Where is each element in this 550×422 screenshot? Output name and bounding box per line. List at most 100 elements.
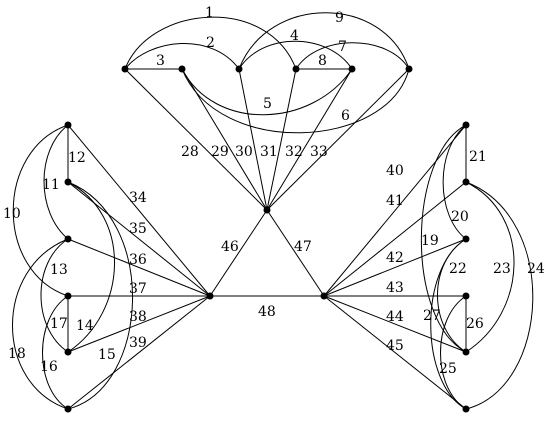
- edge-labels: 1 2 3 4 5 6 7 8 9 10 11 12 13 14 15 16 1…: [3, 5, 545, 377]
- edge-39: [67, 295, 211, 410]
- edge-label: 14: [76, 318, 94, 334]
- node: [64, 235, 72, 243]
- edge-31: [266, 68, 297, 211]
- edge-28: [124, 68, 268, 211]
- edge-47: [266, 209, 325, 297]
- node: [462, 348, 470, 356]
- edge-label: 46: [221, 239, 239, 255]
- edge-42: [323, 238, 467, 297]
- edge-27: [440, 295, 467, 410]
- edge-label: 18: [8, 346, 26, 362]
- edge-label: 16: [40, 359, 58, 375]
- edge-15: [67, 181, 133, 410]
- edge-label: 9: [335, 10, 344, 26]
- edge-23: [465, 181, 515, 353]
- edge-label: 38: [129, 309, 147, 325]
- edge-label: 33: [310, 144, 328, 160]
- edge-label: 32: [285, 144, 303, 160]
- edge-label: 2: [206, 35, 215, 51]
- edge-label: 40: [386, 163, 404, 179]
- edge-7: [295, 42, 410, 70]
- node: [462, 121, 470, 129]
- edge-label: 47: [294, 239, 312, 255]
- edge-20: [442, 124, 467, 240]
- node: [121, 65, 129, 73]
- edge-label: 7: [338, 39, 347, 55]
- edge-label: 43: [386, 280, 404, 296]
- edge-label: 25: [439, 361, 457, 377]
- edge-30: [238, 68, 268, 211]
- edge-5: [181, 68, 353, 116]
- edge-36: [67, 238, 211, 297]
- edge-46: [209, 209, 268, 297]
- edge-label: 39: [129, 335, 147, 351]
- node: [235, 65, 243, 73]
- edge-11: [43, 124, 69, 240]
- edge-label: 12: [68, 150, 86, 166]
- edge-label: 23: [493, 261, 511, 277]
- edge-label: 34: [129, 190, 147, 206]
- edge-label: 48: [258, 304, 276, 320]
- edge-45: [323, 295, 467, 410]
- hub-node: [320, 292, 328, 300]
- edge-label: 41: [386, 193, 404, 209]
- edge-6: [181, 68, 410, 134]
- node: [292, 65, 300, 73]
- edge-label: 26: [466, 316, 484, 332]
- edge-14: [67, 181, 115, 353]
- edge-label: 21: [469, 149, 487, 165]
- edge-label: 11: [42, 177, 60, 193]
- edge-label: 22: [449, 261, 467, 277]
- edge-16: [12, 238, 69, 410]
- edge-label: 37: [129, 281, 147, 297]
- edge-38: [67, 295, 211, 353]
- edge-35: [67, 181, 211, 297]
- edges: [12, 12, 534, 410]
- edge-label: 8: [318, 53, 327, 69]
- edge-44: [323, 295, 467, 353]
- edge-1: [124, 16, 297, 70]
- edge-label: 17: [50, 316, 68, 332]
- edge-label: 3: [156, 53, 165, 69]
- edge-13: [40, 238, 69, 353]
- node: [462, 178, 470, 186]
- node: [64, 178, 72, 186]
- edge-33: [266, 68, 410, 211]
- edge-19: [420, 124, 467, 353]
- edge-label: 10: [3, 206, 21, 222]
- edge-label: 31: [260, 144, 278, 160]
- edge-label: 6: [341, 108, 350, 124]
- edge-9: [238, 12, 410, 70]
- edge-label: 20: [451, 209, 469, 225]
- edge-label: 19: [421, 233, 439, 249]
- edge-41: [323, 181, 467, 297]
- edge-label: 29: [211, 144, 229, 160]
- edge-label: 27: [423, 308, 441, 324]
- nodes: [64, 65, 470, 413]
- edge-label: 35: [129, 221, 147, 237]
- edge-34: [67, 124, 211, 297]
- node: [462, 405, 470, 413]
- node: [462, 292, 470, 300]
- edge-25: [430, 238, 467, 410]
- edge-label: 44: [386, 309, 404, 325]
- edge-4: [238, 40, 353, 70]
- node: [178, 65, 186, 73]
- edge-label: 45: [386, 338, 404, 354]
- hub-node: [263, 206, 271, 214]
- node: [348, 65, 356, 73]
- edge-label: 24: [527, 261, 545, 277]
- edge-label: 13: [50, 262, 68, 278]
- edge-label: 30: [235, 144, 253, 160]
- edge-10: [12, 124, 69, 297]
- edge-29: [181, 68, 268, 211]
- node: [64, 405, 72, 413]
- edge-2: [124, 42, 240, 70]
- edge-label: 42: [386, 250, 404, 266]
- edge-24: [465, 181, 534, 410]
- edge-label: 28: [181, 144, 199, 160]
- node: [462, 235, 470, 243]
- edge-label: 15: [98, 347, 116, 363]
- edge-label: 36: [129, 252, 147, 268]
